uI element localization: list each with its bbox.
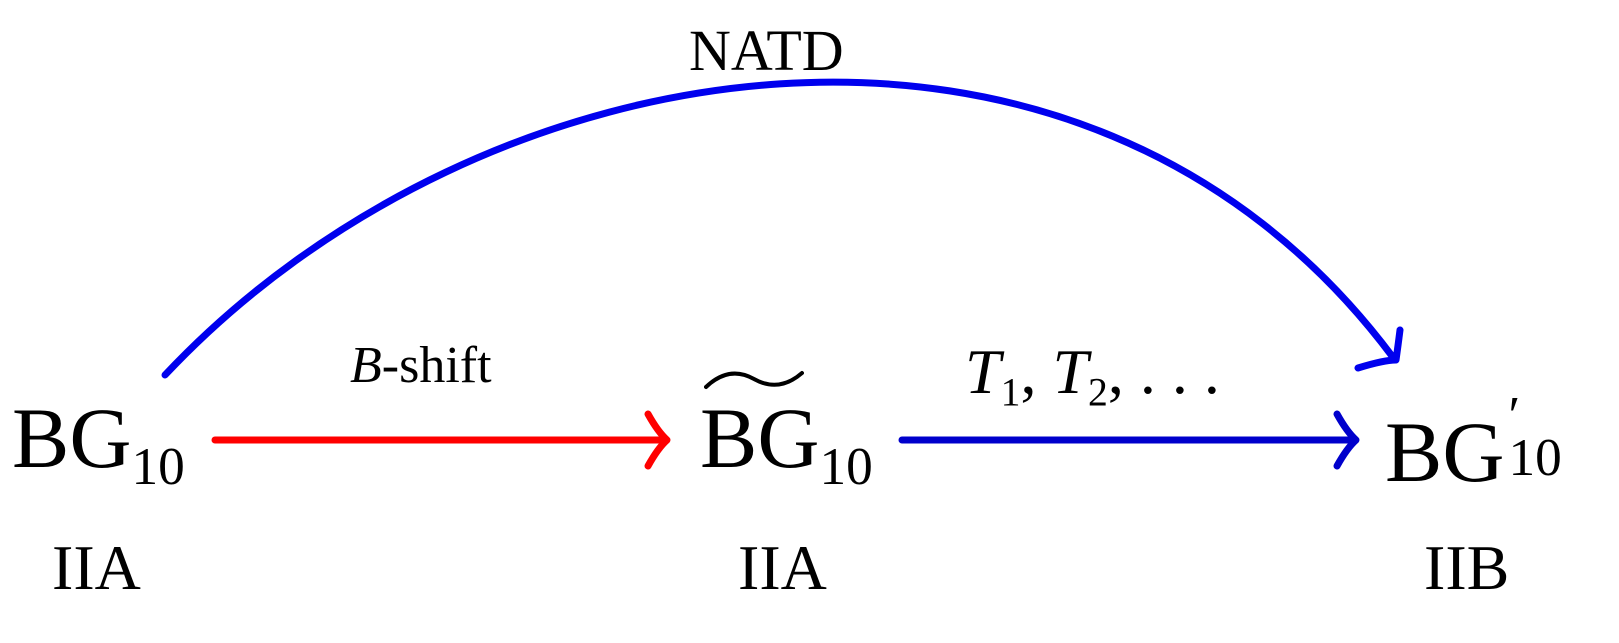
node-right-prime: ′ <box>1508 385 1521 445</box>
tdual-label-t2-sub: 2 <box>1088 370 1108 415</box>
bshift-label-b: B <box>350 337 382 394</box>
bshift-label: B-shift <box>350 340 492 392</box>
tdual-label-t1: T <box>965 336 1001 407</box>
natd-arrowhead <box>1354 326 1404 372</box>
tdual-label: T1, T2, . . . <box>965 340 1220 413</box>
node-left-sub: 10 <box>131 436 185 497</box>
tilde-group: BG <box>700 371 819 481</box>
bshift-arrowhead <box>644 410 671 470</box>
tdual-label-tail: , . . . <box>1107 336 1220 407</box>
tdual-label-t2: T <box>1052 336 1089 407</box>
node-bg10-left: BG10 <box>12 395 185 493</box>
theory-label-left: IIA <box>52 532 141 603</box>
tdual-label-t1-sub: 1 <box>1000 370 1021 415</box>
theory-label-right: IIB <box>1424 532 1510 603</box>
tdual-arrowhead <box>1333 410 1360 470</box>
node-middle-sub: 10 <box>819 436 873 497</box>
natd-label: NATD <box>689 18 844 83</box>
node-bg10-prime: BG′10 <box>1385 388 1582 495</box>
node-right-base: BG <box>1385 404 1505 500</box>
bshift-label-rest: -shift <box>381 337 492 394</box>
node-right-sub: 10 <box>1508 427 1562 487</box>
theory-label-middle: IIA <box>738 532 827 603</box>
node-right-indices: ′10 <box>1504 388 1582 487</box>
tdual-label-sep: , <box>1020 336 1053 407</box>
node-left-base: BG <box>12 390 132 486</box>
node-bg10-tilde: BG 10 <box>700 371 873 497</box>
natd-arrow <box>161 78 1396 379</box>
tilde-accent <box>704 371 804 389</box>
node-middle-base: BG <box>700 390 820 486</box>
